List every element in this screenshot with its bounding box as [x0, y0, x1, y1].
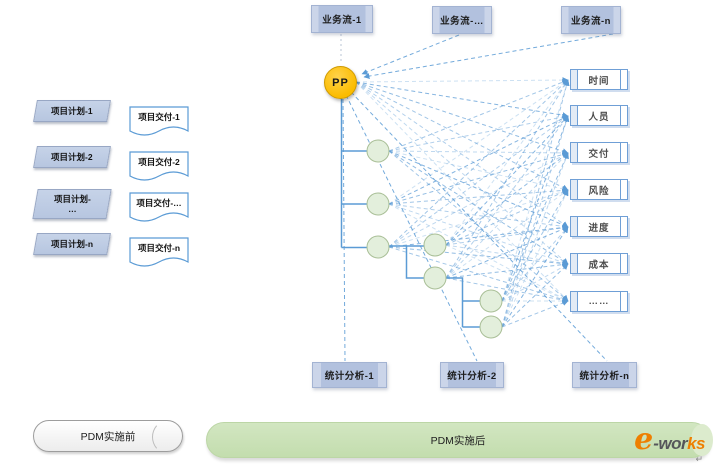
project-plan-1-shape: 项目计划-1 — [33, 100, 111, 122]
return-mark: ↵ — [695, 454, 703, 464]
deliverable-document-shapes — [129, 106, 189, 267]
business-flow-connectors — [340, 33, 614, 80]
eworks-logo-tail: ks — [687, 434, 705, 453]
statistics-1-box: 统计分析-1 — [312, 362, 387, 388]
eworks-logo-e: e — [634, 422, 654, 457]
pdm-before-legend: PDM实施前 — [33, 420, 183, 453]
project-plan-1-label: 项目计划-1 — [51, 106, 93, 116]
project-plan-2-label: 项目计划-2 — [51, 152, 93, 162]
attr-progress-box: 进度 — [570, 216, 628, 237]
project-plan-ellipsis-label: 项目计划- … — [54, 194, 91, 214]
business-flow-1-box: 业务流-1 — [311, 5, 373, 33]
wbs-tree-connector — [340, 97, 480, 328]
project-plan-2-shape: 项目计划-2 — [33, 146, 111, 168]
attr-risk-box: 风险 — [570, 179, 628, 200]
attr-cost-box: 成本 — [570, 253, 628, 274]
pdm-after-legend: PDM实施后 — [206, 422, 713, 458]
attr-delivery-box: 交付 — [570, 142, 628, 163]
project-plan-ellipsis-line2: … — [67, 204, 77, 214]
task-node-circles — [366, 139, 503, 339]
attr-more-box: …… — [570, 291, 628, 312]
project-plan-ellipsis-line1: 项目计划- — [53, 194, 91, 204]
project-plan-n-label: 项目计划-n — [50, 239, 94, 249]
attribute-mesh-lines — [355, 77, 570, 328]
project-deliverable-2-label: 项目交付-2 — [138, 157, 180, 167]
project-plan-ellipsis-shape: 项目计划- … — [32, 189, 112, 219]
project-deliverable-ellipsis-label: 项目交付-… — [136, 198, 182, 208]
project-deliverable-n-label: 项目交付-n — [137, 243, 181, 253]
statistics-2-box: 统计分析-2 — [440, 362, 504, 388]
statistics-connectors — [342, 91, 608, 362]
attr-personnel-box: 人员 — [570, 105, 628, 126]
project-plan-n-shape: 项目计划-n — [33, 233, 111, 255]
pp-root-node: PP — [324, 66, 357, 99]
eworks-logo-mid: -wor — [653, 434, 688, 453]
attr-time-box: 时间 — [570, 69, 628, 90]
business-flow-ellipsis-box: 业务流-… — [432, 6, 492, 34]
statistics-n-box: 统计分析-n — [572, 362, 637, 388]
business-flow-n-box: 业务流-n — [561, 6, 621, 34]
project-deliverable-1-label: 项目交付-1 — [138, 112, 180, 122]
